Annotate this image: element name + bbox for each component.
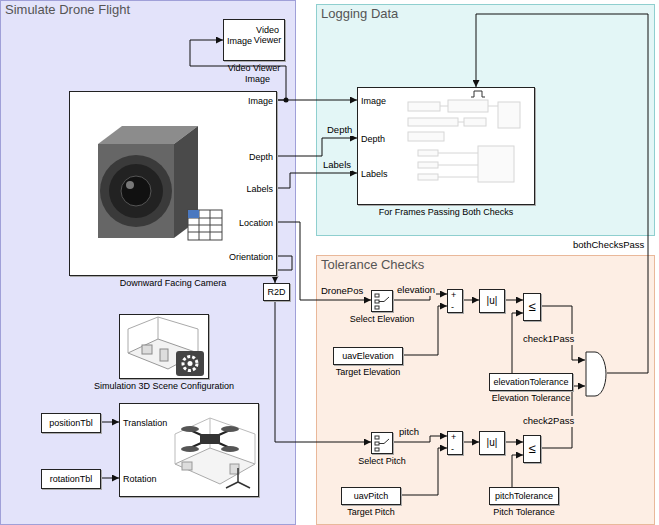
signal-line <box>401 448 447 495</box>
port-label: Image <box>227 36 252 46</box>
signal-line <box>541 306 585 360</box>
block-caption: Target Pitch <box>347 507 395 517</box>
signal-line <box>505 300 523 301</box>
and-gate <box>585 351 607 397</box>
abs-block: |u| <box>479 431 505 455</box>
subsystem-block: ImageDepthLabelsFor Frames Passing Both … <box>357 87 535 205</box>
port-label: Labels <box>246 184 273 194</box>
signal-line <box>101 478 119 479</box>
block-text: uavPitch <box>354 491 389 501</box>
sum-block: +- <box>447 431 463 455</box>
block-text: |u| <box>487 295 498 307</box>
port-label: Depth <box>361 134 385 144</box>
selector-block: Select Elevation <box>371 290 393 312</box>
signal-label: Image <box>244 74 271 84</box>
signal-line <box>463 300 479 301</box>
signal-label: Depth <box>326 125 353 136</box>
block-caption: Target Elevation <box>336 367 401 377</box>
and-gate-shape <box>585 351 607 397</box>
compare-block: ≤ <box>523 293 541 321</box>
block-caption: For Frames Passing Both Checks <box>379 207 514 217</box>
signal-line <box>190 40 286 100</box>
signal-line <box>277 138 357 156</box>
signal-line <box>277 222 371 300</box>
port-label: Image <box>248 96 273 106</box>
viewer-block: ImageVideo ViewerVideo Viewer <box>223 19 285 61</box>
block-text: positionTbl <box>49 418 93 428</box>
block-text: rotationTbl <box>50 474 93 484</box>
camera-block: ImageDepthLabelsLocationOrientationDownw… <box>69 91 277 276</box>
scene-icon <box>120 315 210 380</box>
constant-block: elevationToleranceElevation Tolerance <box>489 373 573 391</box>
selector-block: Select Pitch <box>371 432 393 454</box>
scene-config-block: Simulation 3D Scene Configuration <box>119 314 209 379</box>
signal-label: bothChecksPass <box>572 240 645 251</box>
signal-line <box>275 301 371 442</box>
block-text: Video Viewer <box>252 25 283 46</box>
block-caption: Select Pitch <box>358 456 406 466</box>
port-label: Labels <box>361 169 388 179</box>
signal-label: DronePos <box>320 286 364 297</box>
block-text: |u| <box>487 437 498 449</box>
region-band: Logging DataImageDepthLabelsFor Frames P… <box>316 4 655 236</box>
signal-label: elevation <box>396 285 436 296</box>
region-band: Tolerance ChecksSelect Elevation+-|u|≤ua… <box>316 255 655 525</box>
abs-block: |u| <box>479 289 505 313</box>
block-text: elevationTolerance <box>493 377 568 387</box>
signal-line <box>277 173 357 188</box>
signal-line <box>476 14 648 373</box>
block-text: ≤ <box>528 442 535 457</box>
table-block: rotationTbl <box>41 469 101 489</box>
signal-label: pitch <box>398 427 420 438</box>
block-caption: Downward Facing Camera <box>120 278 227 288</box>
port-label: Image <box>361 96 386 106</box>
signal-line <box>505 442 523 443</box>
block-caption: Select Elevation <box>350 314 415 324</box>
port-label: + <box>451 432 456 442</box>
signal-line <box>277 100 357 101</box>
compare-block: ≤ <box>523 435 541 463</box>
block-text: R2D <box>267 287 285 297</box>
block-caption: Elevation Tolerance <box>492 393 570 403</box>
port-label: + <box>451 290 456 300</box>
uav-block: TranslationRotation <box>119 403 259 497</box>
port-label: Orientation <box>229 252 273 262</box>
constant-block: uavPitchTarget Pitch <box>341 487 401 505</box>
signal-line <box>512 455 523 487</box>
table-block: positionTbl <box>41 413 101 433</box>
signal-line <box>275 256 292 283</box>
block-text: uavElevation <box>342 351 394 361</box>
port-label: Translation <box>123 418 167 428</box>
signal-label: check2Pass <box>522 416 575 427</box>
sum-block: +- <box>447 289 463 313</box>
signal-line <box>403 306 447 355</box>
selector-icon <box>372 433 392 453</box>
block-caption: Video Viewer <box>228 63 281 73</box>
port-label: - <box>451 302 454 312</box>
constant-block: uavElevationTarget Elevation <box>333 347 403 365</box>
signal-label: Labels <box>322 160 352 171</box>
conversion-block: R2D <box>263 283 290 301</box>
block-text: ≤ <box>528 300 535 315</box>
region-title: Simulate Drone Flight <box>5 3 130 18</box>
block-caption: Pitch Tolerance <box>493 507 554 517</box>
port-label: Location <box>239 218 273 228</box>
port-label: - <box>451 444 454 454</box>
selector-icon <box>372 291 392 311</box>
port-label: Depth <box>249 152 273 162</box>
region-title: Logging Data <box>321 7 398 22</box>
block-text: pitchTolerance <box>495 491 553 501</box>
block-caption: Simulation 3D Scene Configuration <box>94 381 234 391</box>
signal-label: check1Pass <box>522 334 575 345</box>
region-title: Tolerance Checks <box>321 258 424 273</box>
signal-line <box>101 422 119 423</box>
port-label: Rotation <box>123 474 157 484</box>
constant-block: pitchTolerancePitch Tolerance <box>489 487 559 505</box>
signal-line <box>463 442 479 443</box>
